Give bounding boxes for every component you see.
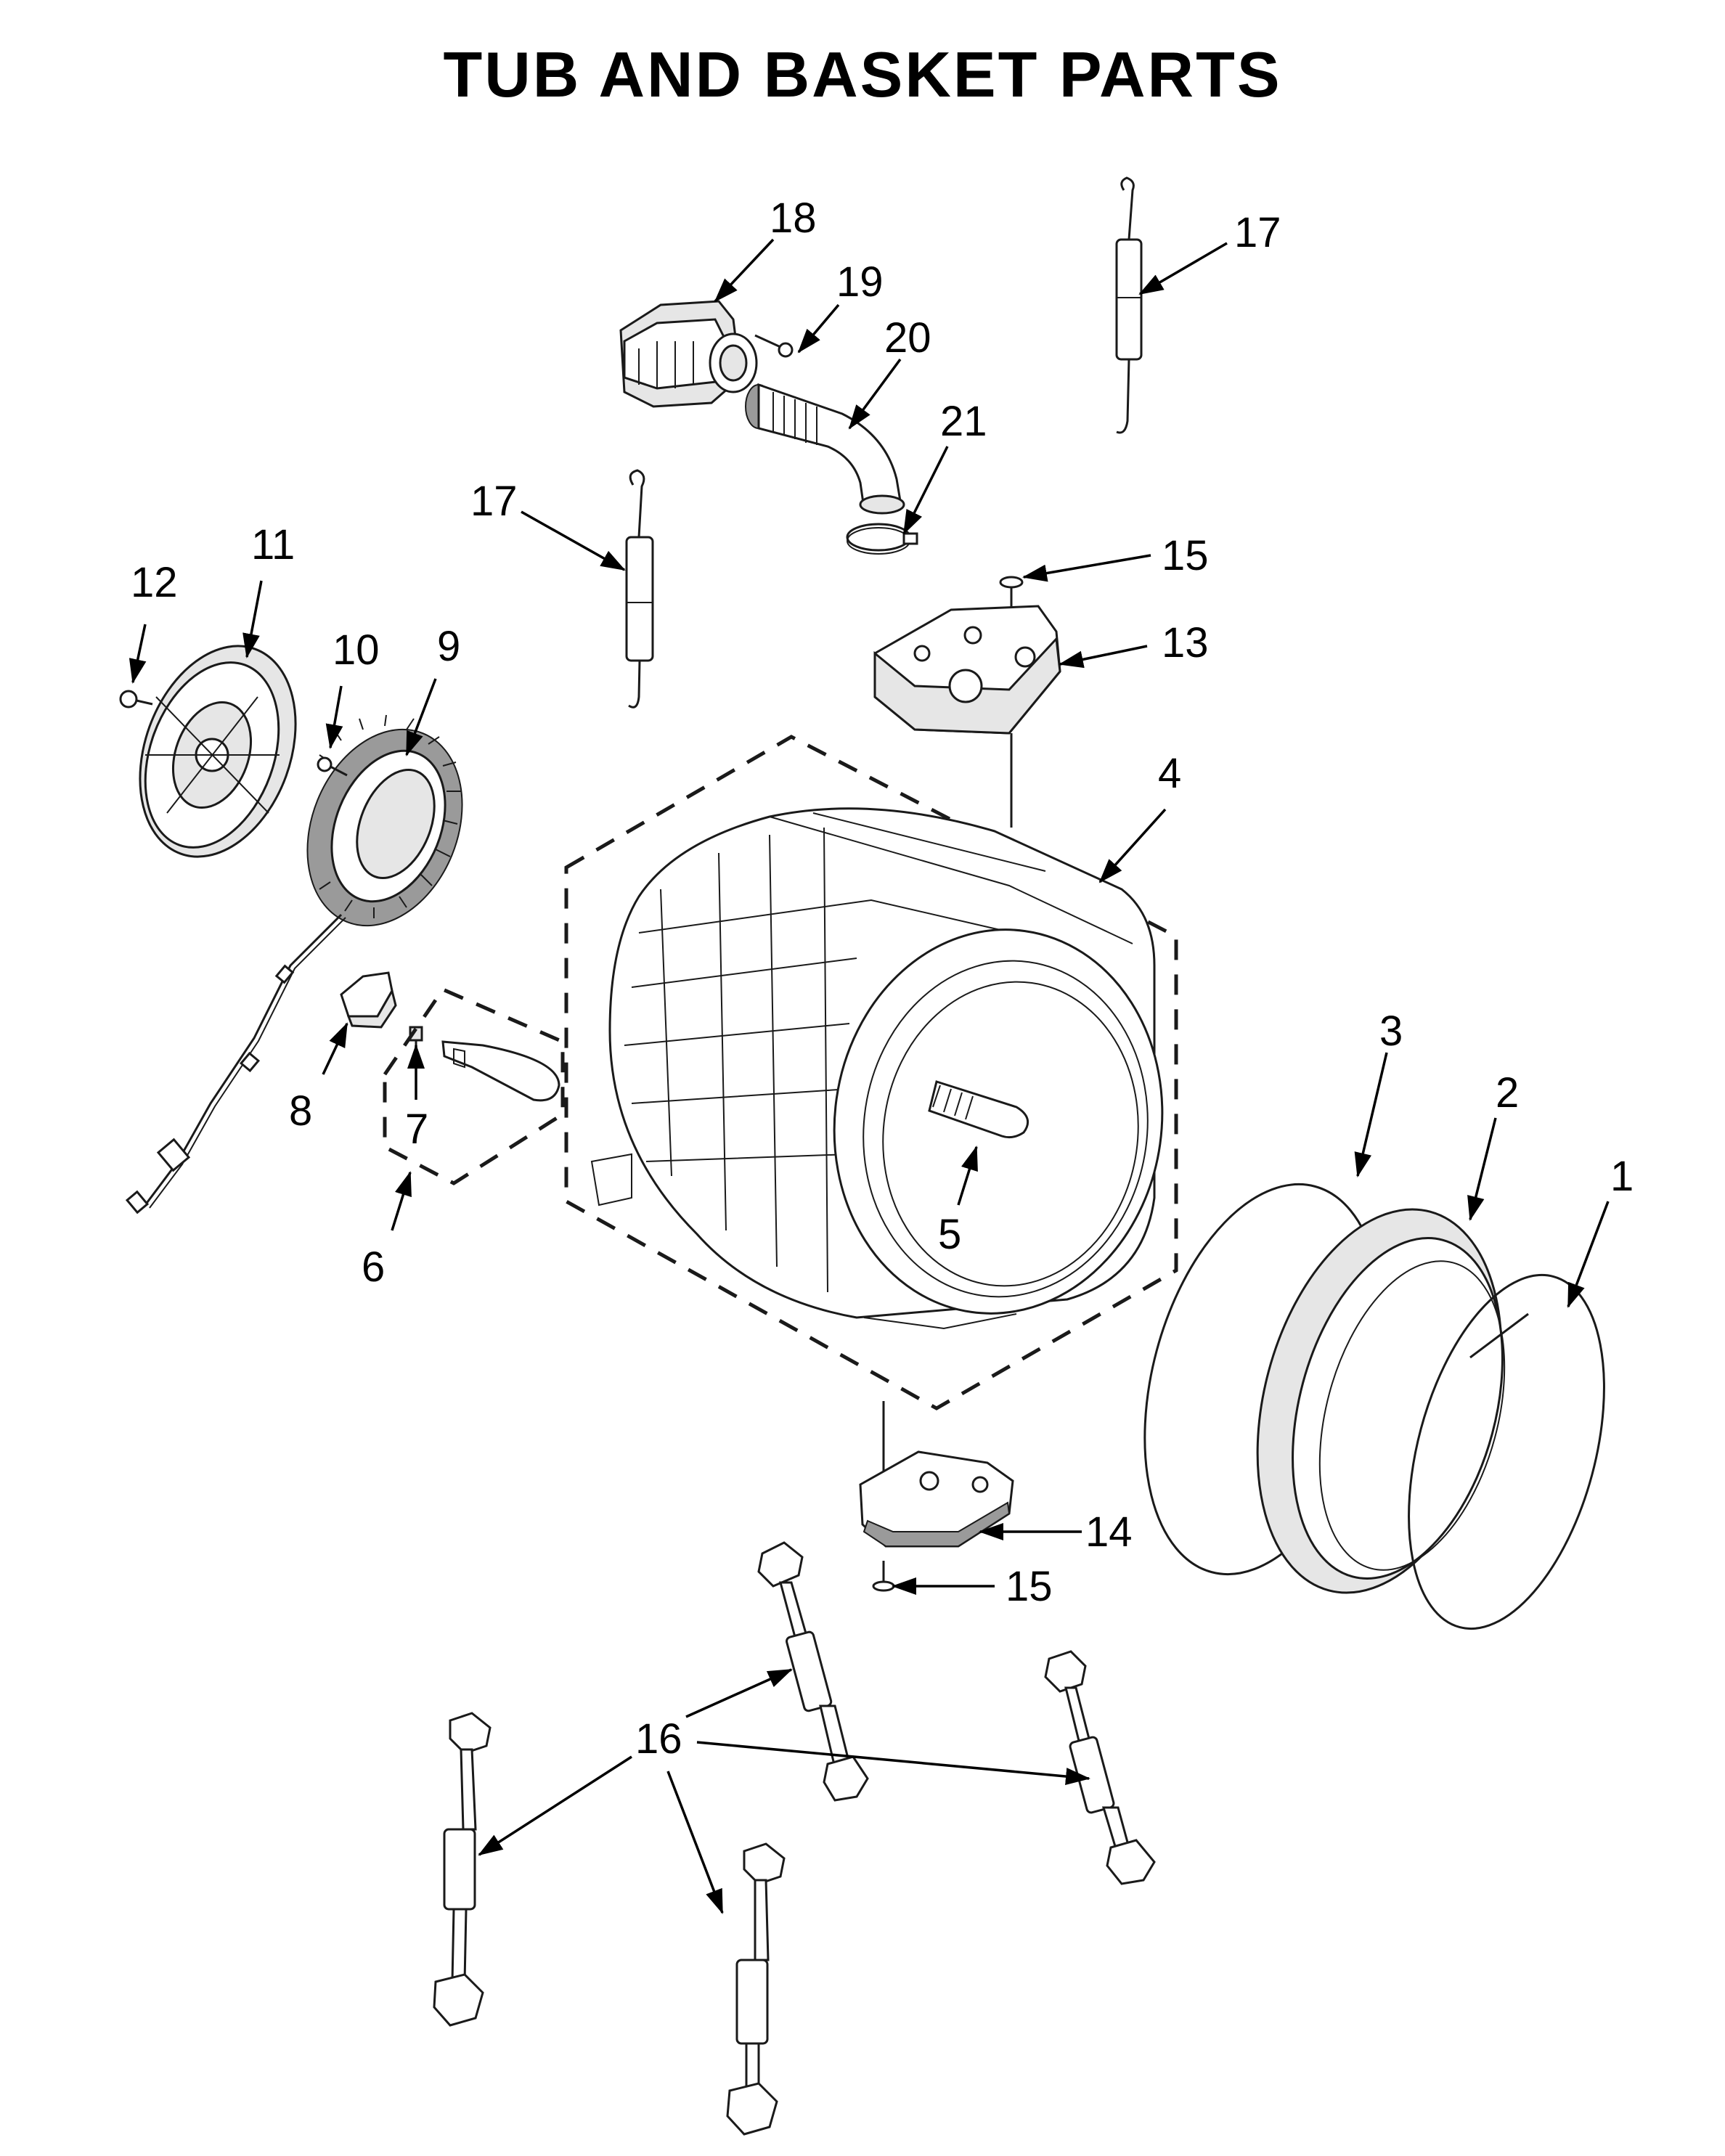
suspension-spring-upper-left xyxy=(625,469,654,709)
callout-15-bottom: 15 xyxy=(1006,1563,1053,1610)
basket-baffle-part xyxy=(928,1080,1029,1139)
leader-lines xyxy=(129,238,1610,1914)
rotor-bolt-part xyxy=(119,690,153,709)
callout-16: 16 xyxy=(635,1715,682,1763)
callout-17-left: 17 xyxy=(470,478,518,525)
callout-4: 4 xyxy=(1158,750,1181,797)
tub-assembly-dashed-outline xyxy=(564,735,1178,1410)
callout-7: 7 xyxy=(405,1106,428,1153)
front-seal-clamp-part xyxy=(1408,1273,1605,1630)
shock-absorber-right xyxy=(1044,1650,1156,1885)
stator-part xyxy=(306,714,463,927)
rotor-part xyxy=(139,645,297,858)
rotor-position-sensor-part xyxy=(340,971,397,1029)
callout-12: 12 xyxy=(131,559,178,606)
callout-19: 19 xyxy=(836,258,884,306)
callout-15-top: 15 xyxy=(1162,532,1209,579)
hose-clamp-part xyxy=(846,523,918,555)
callout-14: 14 xyxy=(1085,1508,1133,1556)
suspension-spring-upper-right xyxy=(1115,176,1143,434)
callout-3: 3 xyxy=(1379,1008,1403,1055)
callout-11: 11 xyxy=(251,521,295,568)
stator-bolt-part xyxy=(317,756,348,777)
callout-1: 1 xyxy=(1610,1153,1634,1200)
callout-13: 13 xyxy=(1162,619,1209,666)
callout-9: 9 xyxy=(437,623,460,670)
diagram-title: TUB AND BASKET PARTS xyxy=(443,38,1282,110)
shock-absorber-bottom xyxy=(726,1842,786,2136)
pump-housing-part xyxy=(619,300,758,408)
callout-2: 2 xyxy=(1496,1069,1519,1116)
pump-hose-part xyxy=(745,383,905,515)
counterweight-bottom-part xyxy=(859,1401,1014,1548)
shock-absorber-top xyxy=(757,1541,869,1802)
callout-17-right: 17 xyxy=(1234,209,1281,256)
heater-part xyxy=(409,1026,560,1102)
screw-part-15-bottom xyxy=(872,1561,895,1592)
bellow-clamp-ring-part xyxy=(1256,1208,1506,1594)
callout-18: 18 xyxy=(770,195,817,242)
callout-10: 10 xyxy=(333,626,380,674)
callout-21: 21 xyxy=(940,398,987,445)
callout-6: 6 xyxy=(362,1244,385,1291)
callout-numbers: 1 2 3 4 5 6 7 8 9 10 11 12 13 14 15 15 1… xyxy=(131,195,1634,1763)
callout-8: 8 xyxy=(289,1087,312,1135)
stator-wire-harness xyxy=(125,913,346,1214)
screw-part-19 xyxy=(754,334,794,358)
shock-absorber-left xyxy=(433,1712,492,2027)
counterweight-top-part xyxy=(873,605,1061,828)
tub-and-basket-part xyxy=(590,807,1164,1330)
callout-20: 20 xyxy=(884,314,931,362)
callout-5: 5 xyxy=(938,1211,961,1258)
